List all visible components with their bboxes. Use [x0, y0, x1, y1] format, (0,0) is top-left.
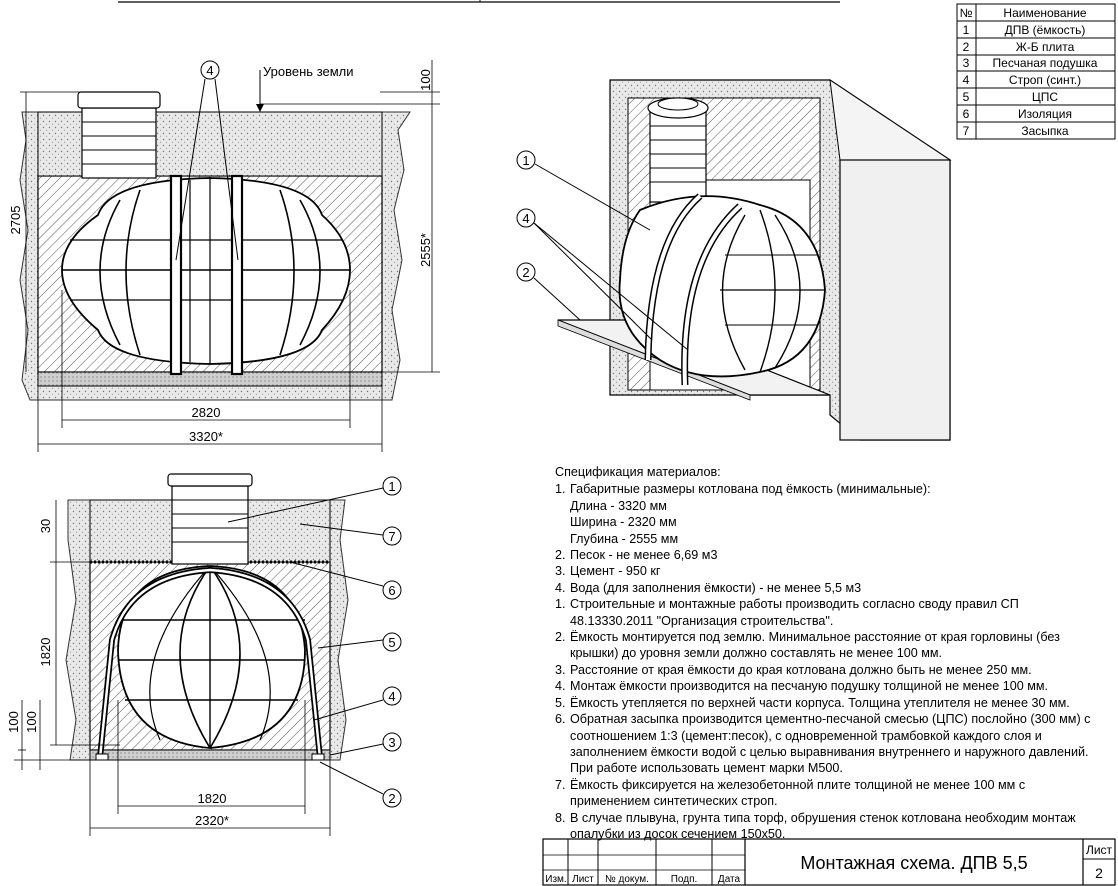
- legend-table: № Наименование 1 ДПВ (ёмкость) 2 Ж-Б пли…: [956, 3, 1116, 140]
- spec-item: Длина - 3320 мм: [555, 498, 1095, 514]
- side-callout-insulation: 6: [388, 583, 395, 598]
- tb-title: Монтажная схема. ДПВ 5,5: [800, 853, 1027, 873]
- iso-callout-plate: 2: [522, 265, 529, 280]
- spec-note-text: Строительные и монтажные работы производ…: [570, 597, 1019, 628]
- spec-item-text: Длина - 3320 мм: [570, 498, 667, 513]
- dim-pit-depth: 2555*: [418, 233, 433, 267]
- spec-note-text: Ёмкость утепляется по верхней части корп…: [570, 695, 1070, 710]
- spec-item-text: Цемент - 950 кг: [570, 564, 661, 579]
- dim-insulation: 30: [38, 519, 53, 533]
- dim-total-depth: 2705: [8, 206, 23, 235]
- spec-note-text: Ёмкость монтируется под землю. Минимальн…: [570, 630, 1060, 661]
- legend-header-name: Наименование: [1003, 6, 1087, 20]
- legend-num: 4: [963, 73, 970, 87]
- spec-item: 4. Вода (для заполнения ёмкости) - не мен…: [555, 580, 1095, 596]
- legend-name: ДПВ (ёмкость): [1005, 23, 1086, 37]
- specification: Спецификация материалов: 1. Габаритные ра…: [555, 464, 1095, 842]
- legend-name: Строп (синт.): [1009, 73, 1081, 87]
- legend-name: Ж-Б плита: [1016, 40, 1075, 54]
- legend-num: 5: [963, 90, 970, 104]
- tb-col-sign: Подп.: [671, 874, 698, 885]
- dim-plate: 100: [6, 711, 21, 733]
- spec-item: 2. Песок - не менее 6,69 м3: [555, 547, 1095, 563]
- spec-note-num: 8.: [555, 810, 566, 825]
- legend-header-num: №: [960, 6, 973, 20]
- spec-item: 1. Габаритные размеры котлована под ёмкос…: [555, 481, 1095, 497]
- iso-callout-tank: 1: [522, 153, 529, 168]
- spec-note-text: Ёмкость фиксируется на железобетонной пл…: [570, 777, 1026, 809]
- spec-note-num: 4.: [555, 679, 566, 694]
- spec-note: 7. Ёмкость фиксируется на железобетонной …: [555, 777, 1095, 810]
- side-callout-strap: 4: [388, 689, 395, 704]
- legend-num: 7: [963, 124, 970, 138]
- legend-name: Изоляция: [1018, 107, 1072, 121]
- spec-note: 3. Расстояние от края ёмкости до края кот…: [555, 662, 1095, 678]
- iso-view: 1 4 2: [516, 78, 952, 441]
- tb-sheet-label: Лист: [1086, 843, 1113, 857]
- spec-item-text: Глубина - 2555 мм: [570, 531, 679, 546]
- spec-item: Глубина - 2555 мм: [555, 531, 1095, 547]
- front-callout-strap: 4: [206, 63, 213, 78]
- legend-num: 1: [963, 23, 970, 37]
- side-callout-tank: 1: [388, 479, 395, 494]
- spec-note-num: 7.: [555, 777, 566, 792]
- spec-note-num: 6.: [555, 712, 566, 727]
- dim-sand: 100: [24, 711, 39, 733]
- tb-col-date: Дата: [718, 874, 741, 885]
- spec-item-num: 1.: [555, 482, 566, 497]
- spec-item-text: Песок - не менее 6,69 м3: [570, 548, 718, 563]
- legend-name: ЦПС: [1032, 90, 1059, 104]
- spec-note: 2. Ёмкость монтируется под землю. Минимал…: [555, 629, 1095, 662]
- spec-item-num: 4.: [555, 580, 566, 595]
- spec-note-num: 3.: [555, 662, 566, 677]
- spec-note-text: Монтаж ёмкости производится на песчаную …: [570, 679, 1049, 694]
- tb-col-doc: № докум.: [605, 874, 649, 885]
- legend-name: Песчаная подушка: [993, 56, 1098, 70]
- dim-pit-length: 3320*: [189, 429, 223, 444]
- spec-note-text: В случае плывуна, грунта типа торф, обру…: [570, 810, 1076, 841]
- legend-num: 3: [963, 56, 970, 70]
- spec-title: Спецификация материалов:: [555, 465, 721, 479]
- dim-side-height: 1820: [38, 638, 53, 667]
- tb-col-list: Лист: [572, 874, 594, 885]
- spec-item-text: Ширина - 2320 мм: [570, 515, 677, 530]
- side-callout-cps: 5: [388, 635, 395, 650]
- spec-note: 5. Ёмкость утепляется по верхней части ко…: [555, 695, 1095, 711]
- side-callout-plate: 2: [388, 791, 395, 806]
- spec-item-text: Габаритные размеры котлована под ёмкость…: [570, 482, 931, 497]
- dim-tank-length: 2820: [192, 405, 221, 420]
- spec-note: 1. Строительные и монтажные работы произв…: [555, 596, 1095, 629]
- legend-num: 6: [963, 107, 970, 121]
- tb-col-izm: Изм.: [545, 874, 566, 885]
- spec-note-text: Расстояние от края ёмкости до края котло…: [570, 662, 1032, 677]
- title-block: Изм. Лист № докум. Подп. Дата Монтажная …: [542, 838, 1116, 886]
- spec-item-text: Вода (для заполнения ёмкости) - не менее…: [570, 580, 862, 595]
- side-callout-sand: 3: [388, 735, 395, 750]
- ground-level-label: Уровень земли: [263, 64, 354, 79]
- iso-callout-strap: 4: [522, 211, 529, 226]
- spec-note: 6. Обратная засыпка производится цементно…: [555, 711, 1095, 777]
- spec-note: 8. В случае плывуна, грунта типа торф, об…: [555, 810, 1095, 843]
- spec-note-text: Обратная засыпка производится цементно-п…: [570, 712, 1091, 776]
- spec-note-num: 2.: [555, 630, 566, 645]
- spec-note-num: 5.: [555, 695, 566, 710]
- spec-note-num: 1.: [555, 597, 566, 612]
- spec-item-num: 3.: [555, 564, 566, 579]
- dim-tank-width: 1820: [198, 791, 227, 806]
- spec-item-num: 2.: [555, 548, 566, 563]
- side-view: 1 7 6 5 4 3 2 30 1820 100 100: [6, 473, 402, 836]
- legend-num: 2: [963, 40, 970, 54]
- dim-pit-width: 2320*: [195, 813, 229, 828]
- dim-top-100: 100: [418, 69, 433, 91]
- legend-name: Засыпка: [1021, 124, 1069, 138]
- spec-note: 4. Монтаж ёмкости производится на песчану…: [555, 678, 1095, 694]
- front-view: 4 Уровень земли 100 2705 2555* 2820 3320…: [8, 60, 440, 452]
- spec-item: 3. Цемент - 950 кг: [555, 563, 1095, 579]
- tb-sheet-number: 2: [1095, 865, 1103, 881]
- side-callout-backfill: 7: [388, 529, 395, 544]
- spec-item: Ширина - 2320 мм: [555, 514, 1095, 530]
